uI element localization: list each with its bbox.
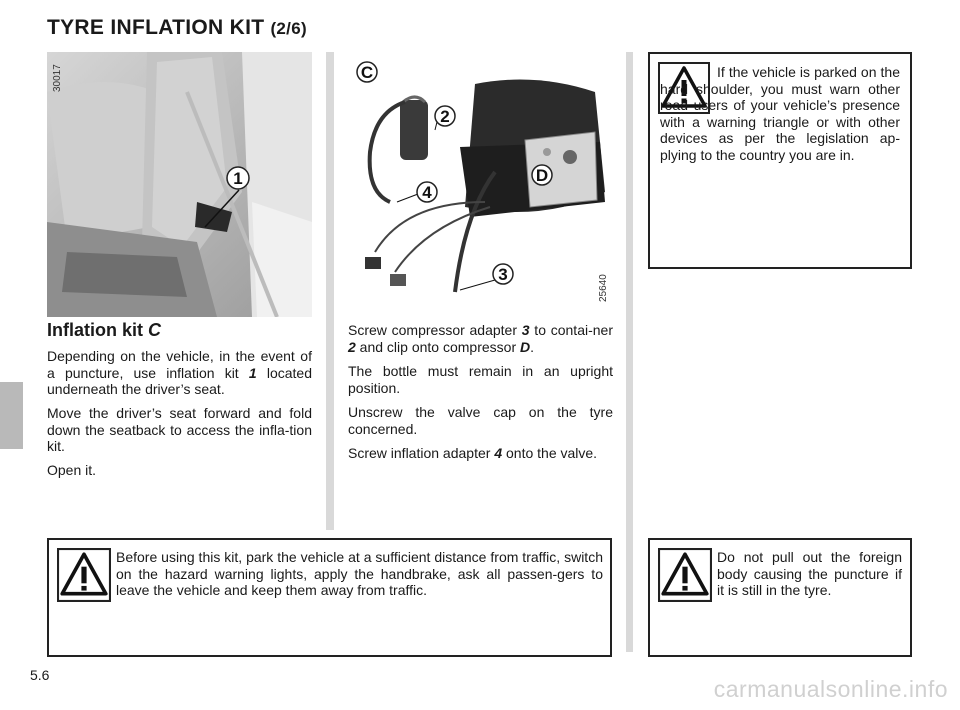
callout-4: 4 <box>422 183 432 202</box>
column-divider-left <box>326 52 334 530</box>
kit-photo: C 2 4 D 3 <box>345 52 615 312</box>
warning-text: Do not pull out the foreign body causing… <box>717 549 902 598</box>
callout-2: 2 <box>440 107 449 126</box>
warning-triangle-icon <box>57 548 111 602</box>
paragraph: The bottle must remain in an upright pos… <box>348 363 613 396</box>
paragraph: Depending on the vehicle, in the event o… <box>47 348 312 397</box>
warning-box: Do not pull out the foreign body causing… <box>648 538 912 657</box>
callout-c: C <box>361 63 373 82</box>
callout-marker <box>226 166 250 190</box>
paragraph: Unscrew the valve cap on the tyre concer… <box>348 404 613 437</box>
warning-box: If the vehicle is parked on the hard sho… <box>648 52 912 269</box>
page-number: 5.6 <box>30 667 50 683</box>
page-title-part: (2/6) <box>270 19 307 38</box>
warning-text: If the vehicle is parked on the hard sho… <box>660 64 900 163</box>
ref-2: 2 <box>348 338 356 355</box>
paragraph: Open it. <box>47 462 97 478</box>
seat-photo: 1 <box>47 52 312 317</box>
warning-triangle-icon <box>658 62 710 114</box>
ref-3: 3 <box>521 322 530 338</box>
page-title: TYRE INFLATION KIT (2/6) <box>47 16 307 39</box>
watermark: carmanualsonline.info <box>713 676 948 702</box>
callout-d: D <box>536 166 548 185</box>
figure-code: 30017 <box>52 64 63 92</box>
paragraph: Move the driver’s seat forward and fold … <box>47 405 312 454</box>
figure-code: 25640 <box>598 274 609 302</box>
section-tab <box>0 382 23 449</box>
heading-ref: C <box>148 320 161 340</box>
warning-text: Before using this kit, park the vehicle … <box>116 549 603 598</box>
callout-3: 3 <box>498 265 507 284</box>
ref-1: 1 <box>248 364 257 381</box>
ref-4: 4 <box>494 445 503 461</box>
paragraph: Screw inflation adapter 4 onto the valve… <box>348 445 598 461</box>
ref-d: D <box>520 338 531 355</box>
section-heading: Inflation kit C <box>47 320 161 340</box>
warning-box: Before using this kit, park the vehicle … <box>47 538 612 657</box>
callout-1: 1 <box>233 169 242 188</box>
column-divider-right <box>626 52 633 652</box>
paragraph: Screw compressor adapter 3 to contai-ner… <box>348 322 613 355</box>
warning-triangle-icon <box>658 548 712 602</box>
